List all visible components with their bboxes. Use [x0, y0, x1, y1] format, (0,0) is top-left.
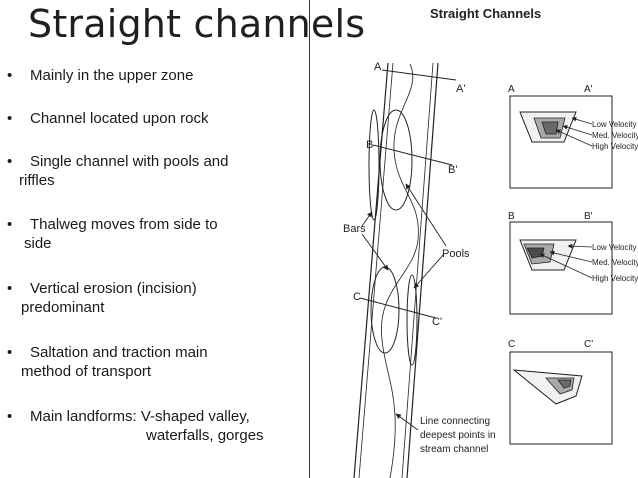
section-c-right: C' [584, 339, 593, 350]
arrow-a-low [571, 116, 593, 125]
arrow-a-high [555, 129, 593, 147]
section-line-b [372, 144, 453, 166]
bullet-text-cont: waterfalls, gorges [146, 427, 264, 444]
label-thalweg-1: Line connecting [420, 416, 490, 427]
channel-left-bank-inner [358, 62, 394, 478]
pools-arrow-lower [413, 253, 445, 289]
section-a-right: A' [584, 84, 593, 95]
bullet-dot: • [7, 67, 13, 84]
label-b-low: Low Velocity [592, 243, 636, 252]
label-a-med: Med. Velocity [592, 131, 638, 140]
bullet-dot: • [7, 280, 13, 297]
arrow-b-low [567, 243, 593, 249]
section-b-left: B [508, 211, 515, 222]
label-a-low: Low Velocity [592, 120, 636, 129]
bullet-text: Mainly in the upper zone [30, 67, 194, 84]
label-c-prime: C' [432, 316, 442, 328]
bullet-text: Vertical erosion (incision) [30, 280, 197, 297]
channel-right-bank-inner [401, 62, 434, 478]
label-thalweg-2: deepest points in [420, 430, 496, 441]
slide-divider [309, 0, 310, 478]
pool-upper [379, 109, 413, 211]
section-a-high [541, 121, 559, 135]
label-b-prime: B' [448, 164, 457, 176]
label-pools: Pools [442, 248, 470, 260]
label-b-high: High Velocity [592, 274, 638, 283]
label-b-med: Med. Velocity [592, 258, 638, 267]
bullet-dot: • [7, 153, 13, 170]
bullet-text: Channel located upon rock [30, 110, 209, 127]
section-b-right: B' [584, 211, 593, 222]
arrow-b-high [539, 253, 593, 279]
bullet-text: Thalweg moves from side to [30, 216, 218, 233]
straight-channels-figure: Straight Channels A A' B B' C C' Bars Po… [310, 0, 638, 478]
label-thalweg-3: stream channel [420, 444, 488, 455]
figure-heading: Straight Channels [430, 6, 541, 21]
bullet-text-cont: predominant [21, 299, 105, 316]
bar-lower [406, 274, 418, 366]
thalweg-arrow [395, 413, 419, 431]
bullet-text-cont: riffles [19, 172, 55, 189]
section-c-high [557, 379, 572, 389]
slide-title: Straight channels [28, 2, 366, 46]
section-line-c [359, 297, 437, 319]
pool-lower [370, 266, 400, 354]
pools-arrow-upper [405, 183, 447, 247]
bar-upper [368, 109, 380, 221]
bullet-dot: • [7, 408, 13, 425]
bullet-dot: • [7, 344, 13, 361]
bullet-dot: • [7, 110, 13, 127]
label-a-high: High Velocity [592, 142, 638, 151]
bullet-text-cont: method of transport [21, 363, 152, 380]
label-b: B [366, 139, 373, 151]
section-line-a [381, 69, 457, 81]
bullet-text-cont: side [24, 235, 52, 252]
section-a-left: A [508, 84, 515, 95]
label-c: C [353, 291, 361, 303]
bullet-text: Main landforms: V-shaped valley, [30, 408, 250, 425]
bullet-text: Single channel with pools and [30, 153, 229, 170]
label-bars: Bars [343, 223, 366, 235]
bars-arrow-upper [361, 211, 373, 227]
label-a-prime: A' [456, 83, 465, 95]
arrow-a-med [562, 124, 593, 136]
section-c-left: C [508, 339, 515, 350]
thalweg-line [380, 63, 419, 478]
bars-arrow-lower [361, 233, 389, 271]
figure-svg: Straight Channels A A' B B' C C' Bars Po… [343, 6, 638, 478]
bullet-text: Saltation and traction main [30, 344, 208, 361]
arrow-b-med [549, 250, 593, 263]
label-a: A [374, 61, 382, 73]
bullet-dot: • [7, 216, 13, 233]
channel-right-bank [406, 62, 439, 478]
